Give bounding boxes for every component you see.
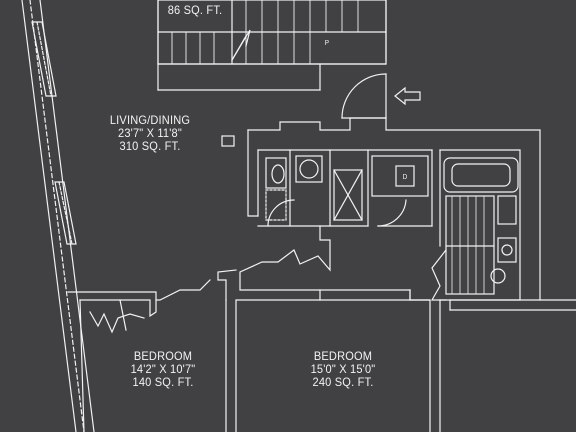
window-upper (31, 21, 57, 97)
kitchen (409, 157, 576, 432)
top-area-sqft: 86 SQ. FT. (167, 3, 223, 17)
bathroom-fixtures (265, 155, 429, 227)
bedroom-right-dims: 15'0" X 15'0" (310, 362, 376, 376)
fixture-letter-p: P (324, 40, 330, 47)
bedroom-left-dims: 14'2" X 10'7" (130, 362, 196, 376)
top-area-sqft-label: 86 SQ. FT. (154, 4, 237, 17)
interior-walls (247, 117, 541, 301)
bedroom-walls (67, 225, 431, 432)
living-dining-label: LIVING/DINING 23'7" X 11'8" 310 SQ. FT. (93, 114, 207, 153)
window-lower (54, 181, 77, 245)
entry-arrow-icon (394, 86, 421, 106)
column (221, 135, 235, 147)
exterior-wall-west (21, 0, 95, 432)
bedroom-right-sqft: 240 SQ. FT. (312, 375, 374, 389)
living-dining-dims: 23'7" X 11'8" (118, 126, 182, 140)
living-dining-name: LIVING/DINING (109, 113, 191, 127)
bedroom-right-label: BEDROOM 15'0" X 15'0" 240 SQ. FT. (292, 350, 393, 389)
living-dining-sqft: 310 SQ. FT. (119, 139, 181, 153)
bedroom-left-sqft: 140 SQ. FT. (132, 375, 194, 389)
bedroom-right-name: BEDROOM (313, 349, 373, 363)
bedroom-left-label: BEDROOM 14'2" X 10'7" 140 SQ. FT. (112, 350, 213, 389)
fixture-letter-d: D (402, 174, 408, 181)
bedroom-left-name: BEDROOM (133, 349, 193, 363)
entry-door (341, 0, 387, 119)
